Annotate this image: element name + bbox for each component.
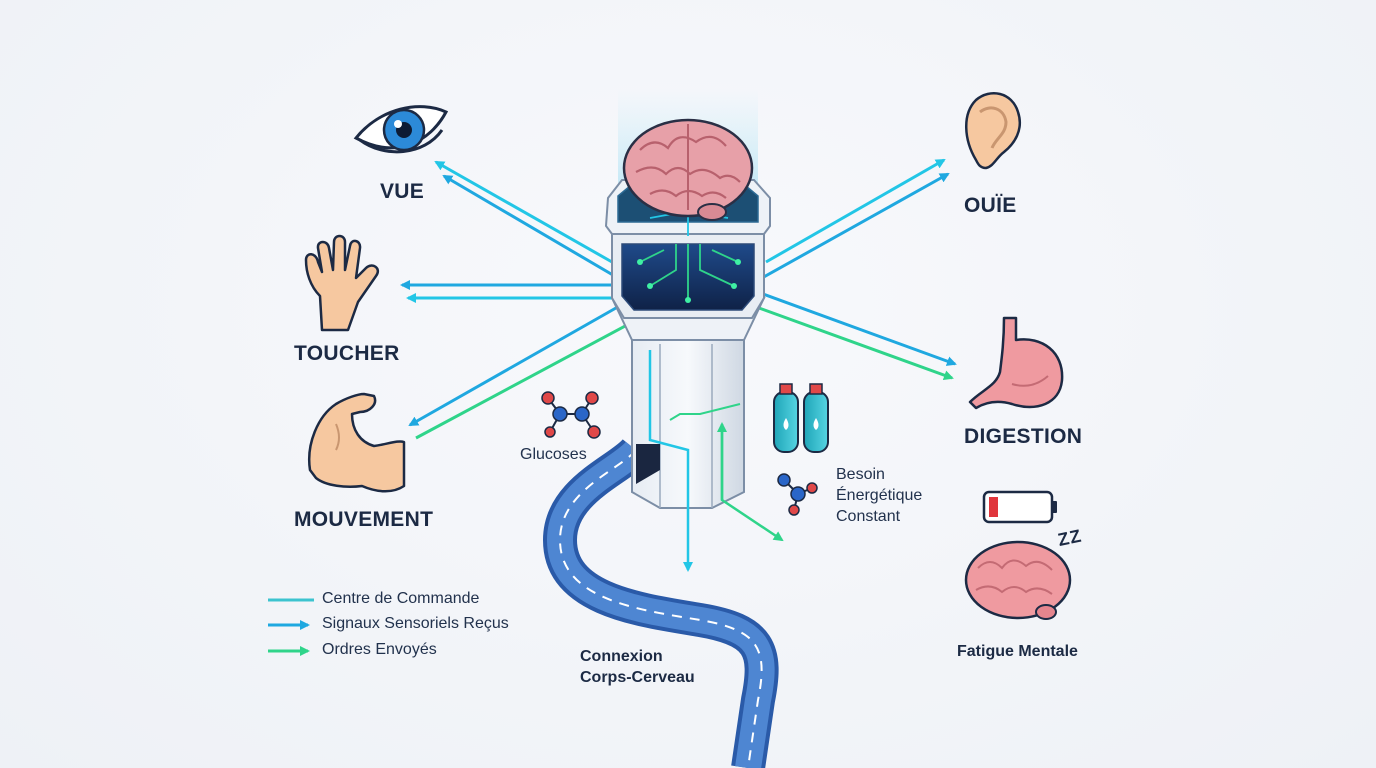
arrow-to-vue-2 xyxy=(442,174,619,280)
order-from-mouvement xyxy=(415,316,641,440)
battery-low-icon xyxy=(982,490,1057,524)
legend-signal-label: Signaux Sensoriels Reçus xyxy=(322,615,509,632)
label-besoin-line3: Constant xyxy=(836,508,901,525)
legend-command-label: Centre de Commande xyxy=(322,590,480,607)
label-connexion: Connexion Corps-Cerveau xyxy=(580,646,695,688)
legend-swatches xyxy=(268,598,314,656)
arrow-to-digestion xyxy=(751,288,957,366)
arrow-to-ouie xyxy=(765,158,946,264)
legend-order-label: Ordres Envoyés xyxy=(322,641,437,658)
label-besoin-line1: Besoin xyxy=(836,466,885,483)
brain-icon xyxy=(622,118,754,221)
control-tower xyxy=(604,88,784,572)
label-ouie: OUÏE xyxy=(964,194,1017,217)
stomach-icon xyxy=(968,316,1064,410)
arrow-to-digestion-2 xyxy=(747,302,954,380)
road-icon xyxy=(542,438,779,768)
molecule-icon-glucoses xyxy=(541,391,601,439)
ear-icon xyxy=(965,92,1021,170)
hand-icon xyxy=(304,234,380,332)
label-besoin-line2: Énergétique xyxy=(836,487,923,504)
label-glucoses: Glucoses xyxy=(520,446,587,463)
sleeping-brain-icon xyxy=(964,540,1072,620)
label-connexion-line2: Corps-Cerveau xyxy=(580,669,695,686)
label-digestion: DIGESTION xyxy=(964,425,1083,448)
arm-muscle-icon xyxy=(307,392,406,493)
eye-icon xyxy=(353,105,449,154)
arrow-to-mouvement xyxy=(408,298,631,427)
label-besoin: Besoin Énergétique Constant xyxy=(836,464,922,527)
signal-down-arrow xyxy=(648,350,693,572)
label-mouvement: MOUVEMENT xyxy=(294,508,434,531)
sleep-z-icon: Z Z xyxy=(1056,526,1081,550)
arrow-to-vue xyxy=(434,160,613,264)
molecule-icon-energy xyxy=(777,473,818,516)
arrow-to-ouie-2 xyxy=(761,172,950,280)
label-connexion-line1: Connexion xyxy=(580,648,663,665)
label-vue: VUE xyxy=(380,180,425,203)
label-toucher: TOUCHER xyxy=(294,342,400,365)
arrows xyxy=(400,158,957,440)
oxygen-tank-icon xyxy=(773,383,829,453)
label-fatigue: Fatigue Mentale xyxy=(957,643,1078,660)
